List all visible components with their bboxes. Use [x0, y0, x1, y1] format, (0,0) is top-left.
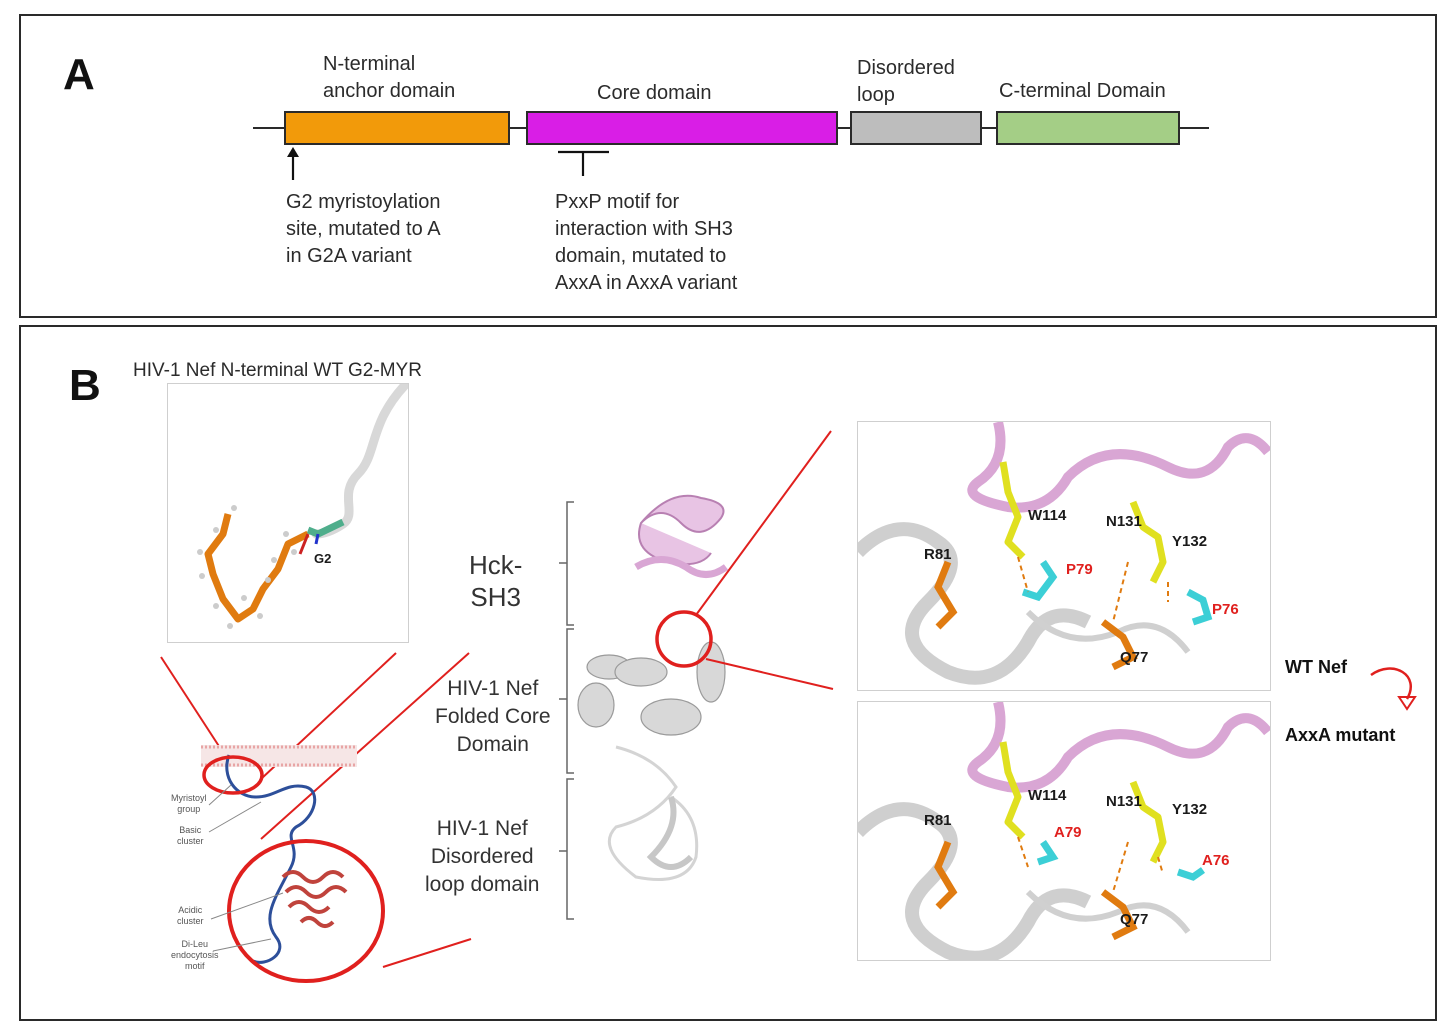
- g2-label: G2: [314, 551, 331, 566]
- mut-q77-label: Q77: [1120, 911, 1148, 928]
- wt-interface-inset: R81 W114 N131 Y132 P79 P76 Q77: [857, 421, 1271, 691]
- basic-cluster-label: Basic cluster: [177, 825, 204, 847]
- myristoyl-label-2: group: [177, 804, 201, 814]
- folded-core-label: HIV-1 Nef Folded Core Domain: [435, 675, 551, 759]
- disordered-label-line-2: loop: [857, 84, 895, 106]
- disordered-loop-label: Disordered loop: [857, 55, 955, 109]
- dileu-label-1: Di-Leu: [181, 939, 209, 949]
- nef-core-cartoon: [281, 870, 348, 928]
- dileu-motif-label: Di-Leu endocytosis motif: [171, 939, 219, 972]
- wt-q77-label: Q77: [1120, 649, 1148, 666]
- annotation-markers: [287, 147, 609, 180]
- n-terminal-label-line-2: anchor domain: [323, 80, 456, 102]
- wt-interface-structure: R81 W114 N131 Y132 P79 P76 Q77: [858, 422, 1270, 685]
- myr-structure-title: HIV-1 Nef N-terminal WT G2-MYR: [133, 360, 422, 381]
- n-terminal-domain-box: [284, 111, 510, 145]
- domain-brackets: [559, 501, 574, 920]
- pxxp-motif-bracket-icon: [558, 150, 609, 176]
- basic-label-1: Basic: [179, 825, 202, 835]
- acidic-cluster-label: Acidic cluster: [177, 905, 204, 927]
- myristoylation-annotation: G2 myristoylation site, mutated to A in …: [286, 189, 441, 270]
- dileu-label-2: endocytosis: [171, 950, 219, 960]
- curved-arrow-icon: [1370, 667, 1417, 711]
- disordered-loop-domain-label: HIV-1 Nef Disordered loop domain: [425, 815, 539, 899]
- acidic-label-1: Acidic: [178, 905, 203, 915]
- core-label-2: Folded Core: [435, 705, 551, 728]
- pxxp-annotation: PxxP motif for interaction with SH3 doma…: [555, 189, 737, 297]
- c-terminal-domain-box: [996, 111, 1180, 145]
- mut-n131-label: N131: [1106, 793, 1142, 810]
- myristoylation-arrow-icon: [287, 147, 299, 180]
- mut-a79-label: A79: [1054, 824, 1082, 841]
- panel-a-letter: A: [63, 50, 95, 99]
- myristoyl-group-label: Myristoyl group: [171, 793, 207, 815]
- mutant-interface-inset: R81 W114 N131 Y132 A79 A76 Q77: [857, 701, 1271, 961]
- wt-p76-label: P76: [1212, 601, 1239, 618]
- myristoyl-label-1: Myristoyl: [171, 793, 207, 803]
- n-terminal-label-line-1: N-terminal: [323, 53, 416, 75]
- basic-label-2: cluster: [177, 836, 204, 846]
- wt-w114-label: W114: [1028, 507, 1067, 524]
- loop-label-2: Disordered: [430, 845, 534, 868]
- mut-w114-label: W114: [1028, 787, 1067, 804]
- panel-a: A N-terminal anchor domain Core domain D…: [19, 14, 1437, 318]
- panel-b-letter: B: [69, 361, 101, 410]
- axxa-mutant-legend-label: AxxA mutant: [1285, 725, 1396, 745]
- wt-nef-legend-label: WT Nef: [1285, 657, 1347, 677]
- pxxp-annot-line-2: interaction with SH3: [555, 218, 733, 240]
- pxxp-annot-line-3: domain, mutated to: [555, 245, 727, 267]
- core-domain-label: Core domain: [597, 82, 712, 104]
- acidic-label-2: cluster: [177, 916, 204, 926]
- pxxp-annot-line-4: AxxA in AxxA variant: [555, 272, 738, 294]
- myristoyl-highlight-circle: [202, 755, 264, 795]
- pxxp-annot-line-1: PxxP motif for: [555, 191, 680, 213]
- sh3-label-1: Hck-: [469, 550, 523, 580]
- wt-n131-label: N131: [1106, 513, 1142, 530]
- panel-b: B HIV-1 Nef N-terminal WT G2-MYR G2: [19, 325, 1437, 1021]
- nef-sh3-complex-structure: [577, 494, 729, 881]
- sh3-label-2: SH3: [470, 582, 521, 612]
- core-label-1: HIV-1 Nef: [447, 677, 539, 700]
- mut-r81-label: R81: [924, 812, 952, 829]
- hck-sh3-label: Hck- SH3: [469, 549, 522, 613]
- core-label-3: Domain: [456, 733, 529, 756]
- c-terminal-domain-label: C-terminal Domain: [999, 80, 1166, 102]
- loop-label-3: loop domain: [425, 873, 540, 896]
- n-terminal-domain-label: N-terminal anchor domain: [323, 51, 455, 105]
- core-domain-box: [526, 111, 838, 145]
- disordered-loop-box: [850, 111, 982, 145]
- sh3-interface-highlight-circle: [655, 610, 713, 668]
- dileu-label-3: motif: [185, 961, 205, 971]
- wt-r81-label: R81: [924, 546, 952, 563]
- disordered-label-line-1: Disordered: [857, 57, 955, 79]
- wt-p79-label: P79: [1066, 561, 1093, 578]
- mut-y132-label: Y132: [1172, 801, 1207, 818]
- wt-y132-label: Y132: [1172, 533, 1207, 550]
- myr-annot-line-1: G2 myristoylation: [286, 191, 441, 213]
- mutant-interface-structure: R81 W114 N131 Y132 A79 A76 Q77: [858, 702, 1270, 960]
- mut-a76-label: A76: [1202, 852, 1230, 869]
- myristoyl-inset: G2: [167, 379, 411, 643]
- panel-b-overlay: [160, 430, 834, 983]
- loop-label-1: HIV-1 Nef: [436, 817, 528, 840]
- myristoyl-structure-image: G2: [197, 379, 411, 629]
- myr-annot-line-2: site, mutated to A: [286, 218, 441, 240]
- core-highlight-circle: [227, 839, 385, 983]
- myr-annot-line-3: in G2A variant: [286, 245, 412, 267]
